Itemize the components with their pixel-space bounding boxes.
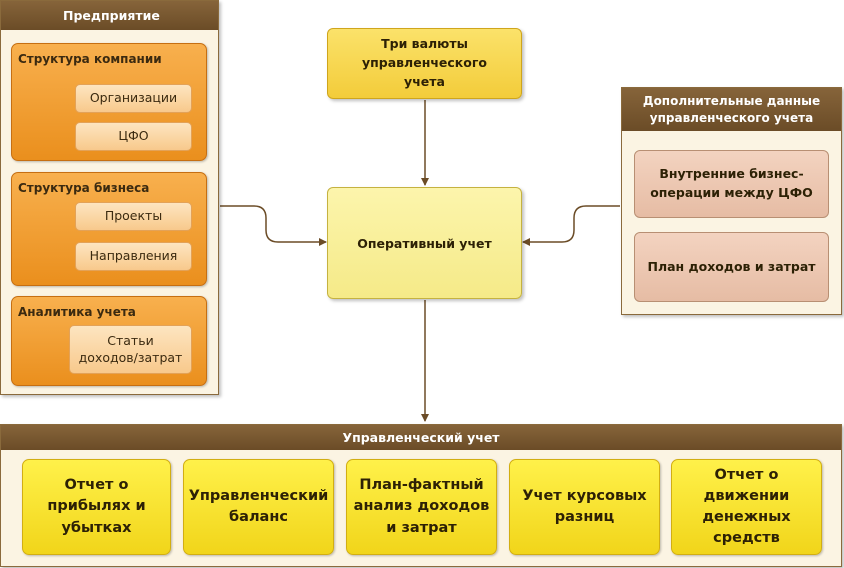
report-plan-fact-analysis: План-фактный анализ доходов и затрат: [346, 459, 497, 555]
report-cash-flow: Отчет о движении денежных средств: [671, 459, 822, 555]
chip-cfo: ЦФО: [75, 122, 192, 151]
enterprise-panel: Предприятие Структура компании Организац…: [0, 0, 219, 395]
chip-organizations: Организации: [75, 84, 192, 113]
group-accounting-analytics: Аналитика учета Статьи доходов/затрат: [11, 296, 207, 386]
report-profit-loss: Отчет о прибылях и убытках: [22, 459, 171, 555]
group-title: Аналитика учета: [18, 305, 136, 319]
report-management-balance: Управленческий баланс: [183, 459, 334, 555]
management-accounting-title: Управленческий учет: [1, 425, 841, 450]
income-expense-plan-box: План доходов и затрат: [634, 232, 829, 302]
group-business-structure: Структура бизнеса Проекты Направления: [11, 172, 207, 286]
group-title: Структура бизнеса: [18, 181, 150, 195]
report-exchange-differences: Учет курсовых разниц: [509, 459, 660, 555]
chip-directions: Направления: [75, 242, 192, 271]
additional-data-panel: Дополнительные данные управленческого уч…: [621, 87, 842, 315]
group-title: Структура компании: [18, 52, 162, 66]
arrow-additional-to-operational: [522, 205, 620, 246]
internal-operations-box: Внутренние бизнес-операции между ЦФО: [634, 150, 829, 218]
enterprise-title: Предприятие: [1, 1, 218, 30]
chip-projects: Проекты: [75, 202, 192, 231]
management-accounting-panel: Управленческий учет Отчет о прибылях и у…: [0, 424, 842, 567]
chip-income-expense-items: Статьи доходов/затрат: [69, 325, 192, 374]
currencies-box: Три валюты управленческого учета: [327, 28, 522, 99]
arrow-enterprise-to-operational: [220, 205, 327, 246]
additional-data-title: Дополнительные данные управленческого уч…: [622, 88, 841, 131]
group-company-structure: Структура компании Организации ЦФО: [11, 43, 207, 161]
operational-accounting-box: Оперативный учет: [327, 187, 522, 299]
